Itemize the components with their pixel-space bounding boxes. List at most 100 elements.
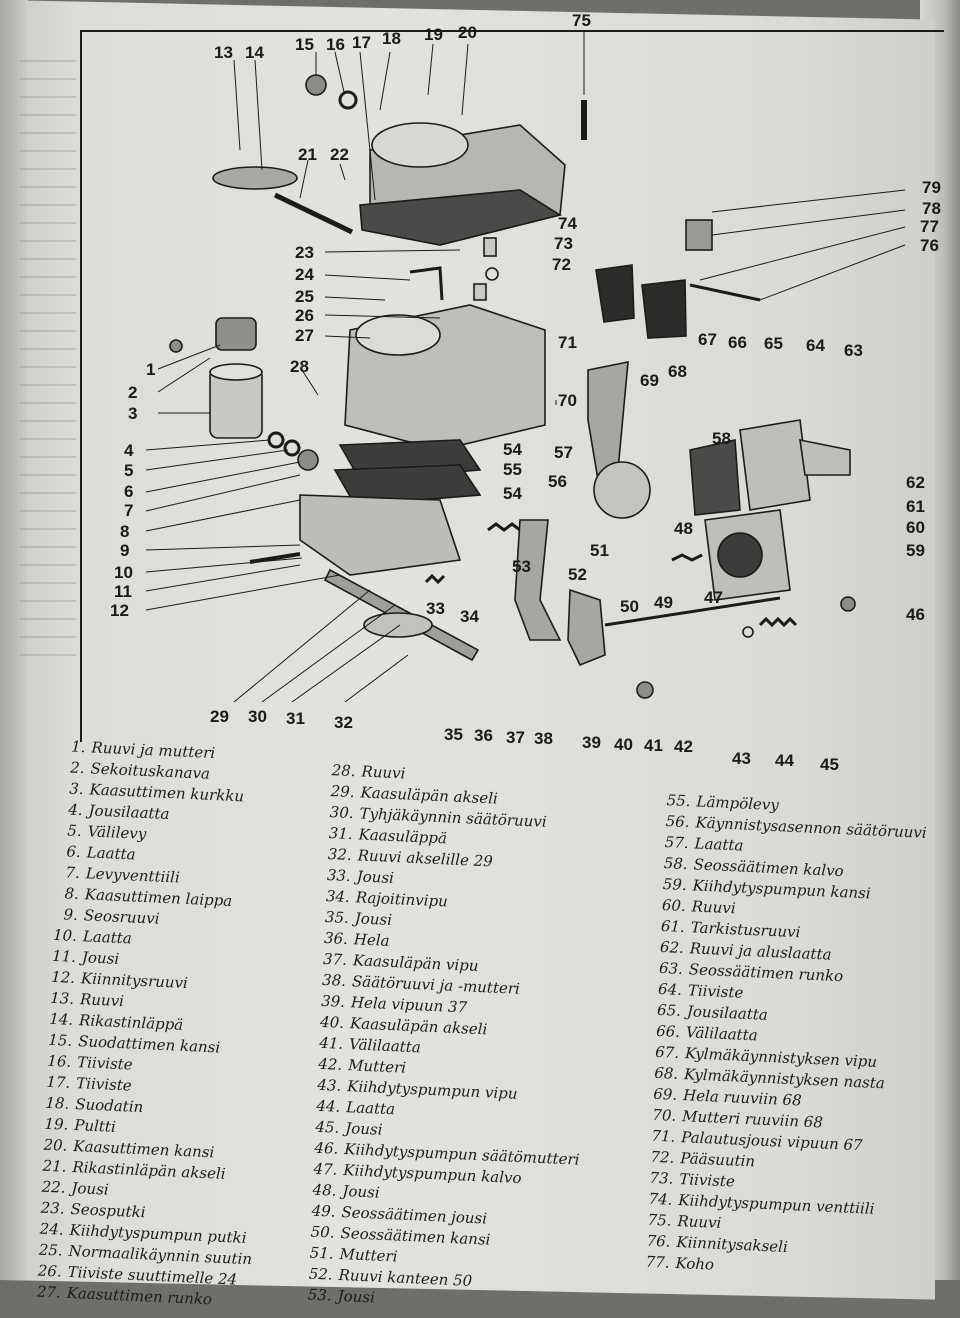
legend-item-number: 71. [651,1126,676,1146]
carburetor-flange-part [299,494,462,576]
legend-item-text: Koho [675,1253,715,1274]
callout-43: 43 [732,749,751,768]
callout-30: 30 [248,707,267,726]
callout-25: 25 [295,287,314,306]
screw-nut-1-part [169,339,183,353]
callout-57: 57 [554,443,573,462]
legend-item-text: Laatta [82,927,133,948]
callout-45: 45 [820,755,839,774]
legend-item-number: 25. [38,1240,64,1260]
pump-tube-part [409,266,444,301]
legend-item-number: 58. [663,854,689,874]
legend-item-number: 24. [39,1219,65,1239]
callout-40: 40 [614,735,633,754]
legend-item-number: 21. [42,1156,67,1176]
callout-50: 50 [620,597,639,616]
legend-item-number: 56. [665,812,690,832]
legend-item-text: Jousi [71,1178,110,1199]
legend-item-number: 30. [329,803,355,823]
legend-item-number: 37. [322,949,348,969]
legend-item-text: Suodatin [74,1095,144,1117]
nut-42-part [636,681,654,699]
legend-item-number: 26. [37,1261,63,1281]
exploded-carburetor-diagram: 13 14 15 16 17 18 19 20 21 22 75 23 24 2… [110,11,941,774]
callout-77: 77 [920,217,939,236]
pump-lever-part [604,596,781,627]
cover-gasket-part [359,189,563,246]
legend-item-number: 69. [652,1084,678,1104]
callout-72: 72 [552,255,571,274]
legend-item-text: Rikastinläppä [78,1011,184,1034]
legend-item-number: 49. [311,1201,336,1221]
callout-18: 18 [382,29,401,48]
legend-item-text: Hela vipuun 37 [350,993,468,1017]
legend-item-number: 76. [646,1231,671,1251]
legend-item-text: Hela [353,930,390,950]
callout-61: 61 [906,497,925,516]
jet-74-part [483,237,497,257]
callout-31: 31 [286,709,305,728]
callout-34: 34 [460,607,479,626]
callout-21: 21 [298,145,317,164]
callout-32: 32 [334,713,353,732]
callout-12: 12 [110,601,129,620]
callout-60: 60 [906,518,925,537]
callout-54: 54 [503,440,522,459]
valve-7-part [297,449,319,471]
legend-item-number: 44. [316,1096,341,1116]
throttle-plate-part [363,612,433,638]
float-axle-part [689,283,761,302]
legend-item-number: 6. [66,842,82,862]
throttle-lever-part [514,519,562,641]
legend-item-number: 36. [323,928,349,948]
legend-item-number: 10. [52,925,78,945]
legend-item-number: 8. [64,884,80,904]
pump-diaphragm-part [717,532,763,578]
legend-item-number: 66. [655,1021,681,1041]
callout-33: 33 [426,599,445,618]
washer-44-part [742,626,754,638]
legend-item-number: 60. [661,895,687,916]
legend-item-number: 46. [314,1138,339,1158]
cover-bore-part [371,122,469,168]
legend-item-number: 12. [50,967,76,987]
callout-26: 26 [295,306,314,325]
spring-45-part [758,616,798,628]
callout-4: 4 [124,441,134,460]
callout-35: 35 [444,725,463,744]
legend-item-number: 68. [653,1063,679,1083]
legend-item-text: Seosputki [70,1199,146,1222]
legend-item-text: Tiiviste [76,1053,134,1074]
choke-plate-part [212,166,298,190]
callout-2: 2 [128,383,137,402]
legend-item-number: 34. [325,886,351,907]
callout-55: 55 [503,460,522,479]
enrichment-cover-part [593,461,651,519]
callout-62: 62 [906,473,925,492]
legend-item-number: 77. [645,1252,670,1272]
callout-37: 37 [506,728,525,747]
legend-item-text: Jousilaatta [686,1002,769,1024]
leader-lines [145,30,906,703]
legend-item-text: Lämpölevy [696,792,780,815]
legend-item-number: 7. [65,863,81,883]
callout-47: 47 [704,588,723,607]
legend-item-number: 47. [313,1159,338,1179]
legend-item-number: 50. [310,1222,335,1242]
legend-item-text: Välilaatta [348,1035,422,1057]
legend-item-number: 3. [68,779,85,799]
callout-16: 16 [326,35,345,54]
legend-item-number: 65. [656,1000,682,1020]
legend-item-number: 52. [308,1264,334,1284]
callout-59: 59 [906,541,925,560]
callout-74: 74 [558,214,577,233]
jet-72-part [473,283,487,301]
legend-item-number: 32. [327,845,353,865]
callout-5: 5 [124,461,133,480]
callout-78: 78 [922,199,941,218]
legend-item-number: 55. [666,791,691,811]
choke-shaft-part [273,192,354,235]
callout-14: 14 [245,43,264,62]
